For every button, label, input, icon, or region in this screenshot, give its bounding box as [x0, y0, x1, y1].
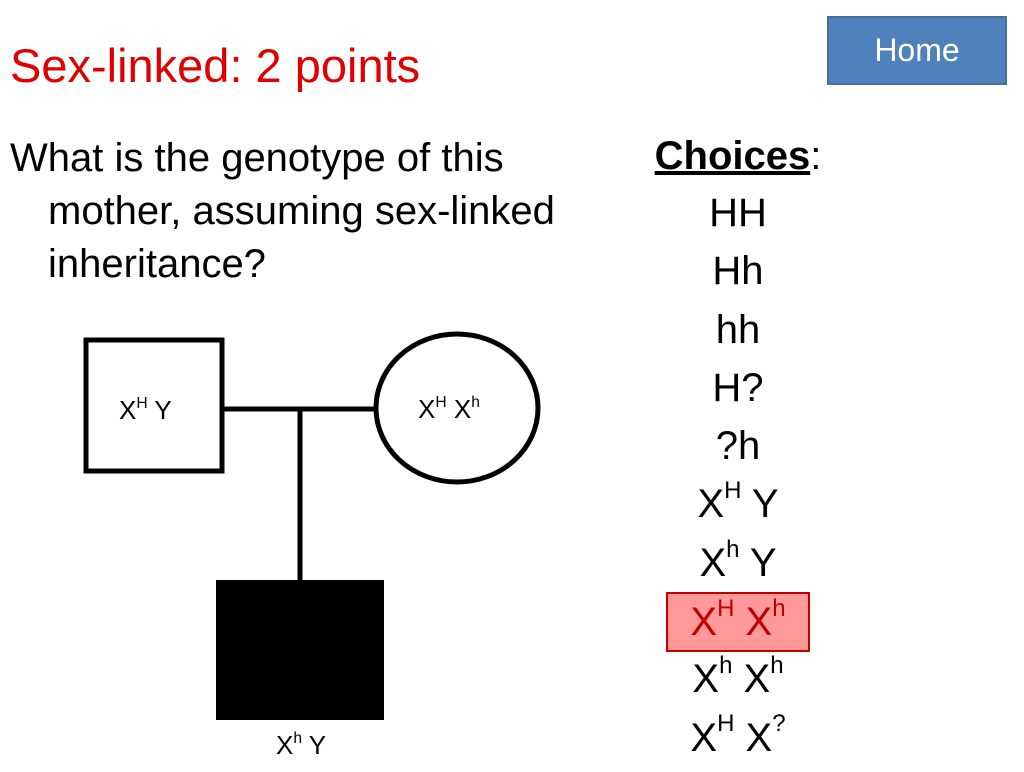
choice-item[interactable]: XH Y [697, 477, 779, 527]
choice-item[interactable]: ?h [715, 424, 761, 469]
choice-item[interactable]: H? [712, 365, 764, 410]
affected-son-square [216, 580, 384, 720]
selected-answer-highlight: XH Xh [666, 592, 810, 653]
choice-item[interactable]: hh [715, 307, 761, 352]
slide-title: Sex-linked: 2 points [10, 39, 421, 92]
mother-genotype-label: XH Xh [418, 394, 480, 424]
choice-item[interactable]: Xh Y [699, 535, 777, 585]
home-button[interactable]: Home [827, 16, 1007, 85]
choice-item[interactable]: HH [709, 191, 767, 235]
choices-heading: Choices: [654, 134, 822, 178]
choice-item[interactable]: Hh [712, 249, 764, 294]
choice-item[interactable]: XH X? [690, 710, 786, 760]
father-genotype-label: XH Y [119, 395, 172, 425]
son-genotype-label: Xh Y [276, 730, 327, 760]
question-text: What is the genotype of this mother, ass… [10, 136, 555, 286]
choice-item-selected[interactable]: XH Xh [608, 592, 868, 653]
choice-item[interactable]: Xh Xh [692, 652, 784, 702]
choices-panel: Choices: HH Hh hh H? ?h XH Y Xh Y XH Xh … [608, 128, 868, 767]
